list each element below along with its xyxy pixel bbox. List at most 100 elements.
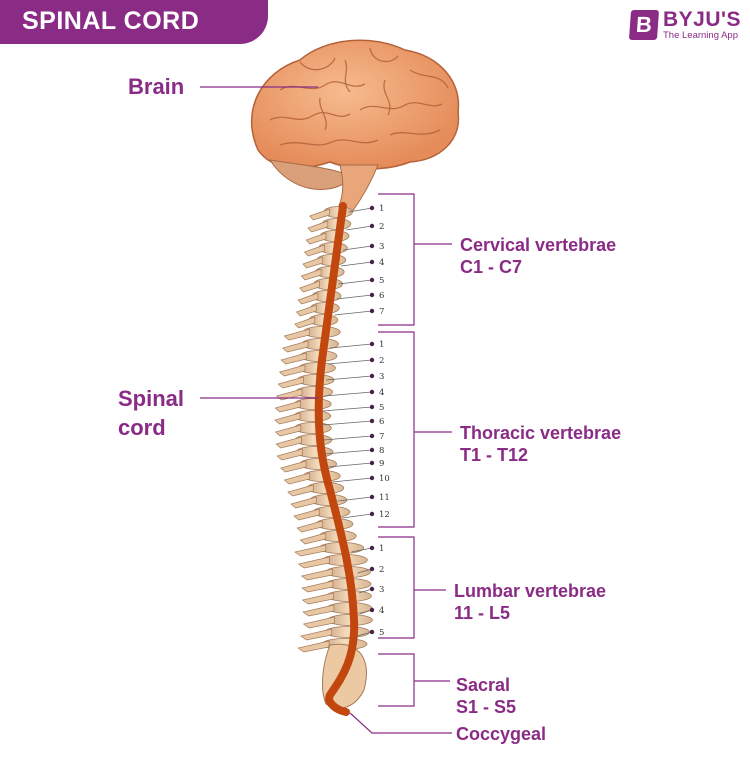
coccygeal-label: Coccygeal bbox=[456, 724, 547, 744]
vertebra-process bbox=[302, 256, 324, 269]
vertebra-process bbox=[300, 628, 333, 641]
vertebra-process bbox=[276, 448, 303, 461]
vertebra-process bbox=[301, 580, 334, 593]
lumbar-vertebra-number-4: 4 bbox=[379, 606, 384, 616]
thoracic-leader-dot-9 bbox=[369, 460, 375, 466]
lumbar-leader-1 bbox=[351, 547, 373, 553]
vertebra-process bbox=[282, 340, 309, 353]
lumbar-leader-dot-3 bbox=[369, 586, 375, 592]
cervical-leader-2 bbox=[345, 225, 373, 231]
thoracic-leader-4 bbox=[324, 391, 373, 397]
thoracic-leader-dot-2 bbox=[369, 357, 375, 363]
sacral-bracket bbox=[378, 653, 415, 707]
cervical-label-range: C1 - C7 bbox=[460, 257, 523, 277]
vertebra-process bbox=[301, 592, 334, 605]
vertebra-process bbox=[297, 640, 330, 653]
logo-tagline: The Learning App bbox=[663, 30, 739, 41]
vertebra-process bbox=[283, 472, 311, 485]
cervical-leader-dot-1 bbox=[369, 205, 375, 211]
thoracic-leader-dot-10 bbox=[369, 475, 375, 481]
thoracic-leader-11 bbox=[337, 496, 373, 502]
sacral-label: Sacral S1 - S5 bbox=[456, 674, 516, 718]
cervical-vertebra-number-7: 7 bbox=[379, 307, 384, 317]
vertebra-process bbox=[280, 460, 307, 473]
spinal-cord-label-line-2: cord bbox=[118, 415, 166, 440]
cervical-label-name: Cervical vertebrae bbox=[460, 235, 617, 255]
cervical-leader-dot-4 bbox=[369, 259, 375, 265]
thoracic-label: Thoracic vertebrae T1 - T12 bbox=[460, 422, 621, 466]
lumbar-vertebra-number-1: 1 bbox=[379, 544, 384, 554]
vertebra-process bbox=[302, 616, 335, 629]
thoracic-leader-dot-12 bbox=[369, 511, 375, 517]
thoracic-leader-dot-3 bbox=[369, 373, 375, 379]
brain-label: Brain bbox=[128, 74, 185, 99]
lumbar-vertebra-number-3: 3 bbox=[379, 585, 384, 595]
thoracic-leader-1 bbox=[330, 343, 373, 349]
thoracic-vertebra-number-5: 5 bbox=[379, 403, 384, 413]
lumbar-label: Lumbar vertebrae 11 - L5 bbox=[454, 580, 606, 624]
vertebra-process bbox=[277, 376, 304, 389]
thoracic-leader-dot-4 bbox=[369, 389, 375, 395]
thoracic-leader-2 bbox=[327, 359, 373, 365]
thoracic-vertebra-number-9: 9 bbox=[379, 459, 384, 469]
vertebra-process bbox=[275, 436, 302, 449]
thoracic-vertebra-number-1: 1 bbox=[379, 340, 384, 350]
vertebra-process bbox=[274, 412, 301, 425]
spinal-cord-label: Spinal cord bbox=[118, 384, 184, 442]
vertebra-process bbox=[283, 328, 310, 341]
vertebra-process bbox=[297, 556, 330, 569]
thoracic-vertebra-number-4: 4 bbox=[379, 388, 384, 398]
cervical-leader-3 bbox=[343, 245, 373, 251]
thoracic-vertebra-number-6: 6 bbox=[379, 417, 384, 427]
lumbar-leader-5 bbox=[357, 631, 373, 637]
thoracic-label-name: Thoracic vertebrae bbox=[460, 423, 622, 443]
thoracic-vertebra-number-7: 7 bbox=[379, 432, 384, 442]
cervical-leader-4 bbox=[341, 261, 373, 267]
cervical-vertebra-number-2: 2 bbox=[379, 222, 384, 232]
thoracic-leader-dot-7 bbox=[369, 433, 375, 439]
cervical-vertebra-number-4: 4 bbox=[379, 258, 384, 268]
thoracic-leader-6 bbox=[322, 420, 373, 426]
vertebra-process bbox=[305, 232, 327, 245]
vertebra-process bbox=[276, 388, 303, 401]
thoracic-leader-12 bbox=[341, 513, 373, 519]
thoracic-vertebra-number-11: 11 bbox=[379, 493, 390, 503]
cervical-leader-7 bbox=[334, 310, 373, 316]
cervical-bracket bbox=[378, 193, 415, 326]
thoracic-leader-5 bbox=[322, 406, 373, 412]
cervical-leader-5 bbox=[338, 279, 373, 285]
vertebra-process bbox=[294, 544, 327, 557]
thoracic-leader-7 bbox=[323, 435, 373, 441]
vertebra-process bbox=[299, 280, 320, 293]
cervical-vertebra-number-6: 6 bbox=[379, 291, 384, 301]
cervical-leader-dot-3 bbox=[369, 243, 375, 249]
thoracic-label-range: T1 - T12 bbox=[460, 445, 529, 465]
thoracic-leader-dot-6 bbox=[369, 418, 375, 424]
vertebra-process bbox=[307, 220, 329, 233]
cervical-leader-dot-5 bbox=[369, 277, 375, 283]
lumbar-leader-3 bbox=[358, 588, 373, 594]
cervical-vertebra-number-3: 3 bbox=[379, 242, 384, 252]
spinal-cord-label-line-1: Spinal bbox=[118, 386, 185, 411]
logo-name: BYJU'S bbox=[663, 8, 742, 31]
vertebra-process bbox=[300, 268, 322, 281]
cervical-leader-1 bbox=[348, 207, 373, 213]
vertebra-process bbox=[303, 244, 325, 257]
sacral-label-name: Sacral bbox=[456, 675, 511, 695]
thoracic-leader-9 bbox=[327, 462, 373, 468]
vertebra-process bbox=[293, 508, 320, 521]
spinal-cord-line bbox=[314, 202, 359, 716]
vertebra-process bbox=[296, 520, 323, 533]
thoracic-vertebra-number-2: 2 bbox=[379, 356, 384, 366]
vertebra-process bbox=[309, 208, 330, 221]
vertebra-process bbox=[295, 304, 317, 317]
vertebra-process bbox=[274, 400, 301, 413]
byjus-logo: B BYJU'S The Learning App bbox=[628, 8, 745, 42]
lumbar-leader-dot-4 bbox=[369, 607, 375, 613]
thoracic-leader-dot-5 bbox=[369, 404, 375, 410]
thoracic-leader-10 bbox=[332, 477, 373, 483]
lumbar-vertebra-number-2: 2 bbox=[379, 565, 384, 575]
thoracic-leader-8 bbox=[323, 449, 373, 455]
thoracic-vertebra-number-3: 3 bbox=[379, 372, 384, 382]
